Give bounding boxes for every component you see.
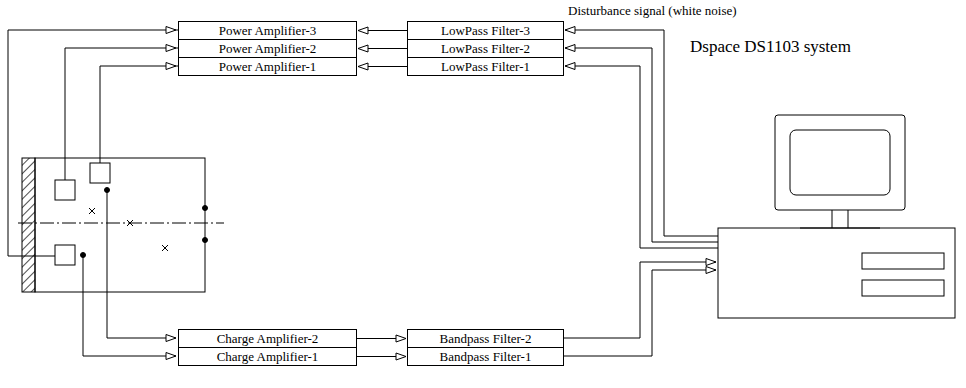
point	[203, 238, 208, 243]
wire	[107, 190, 176, 338]
process-box: LowPass Filter-2	[407, 39, 564, 58]
measure-points	[89, 208, 168, 251]
box-text: Bandpass Filter-1	[440, 350, 532, 364]
signal-arrow	[358, 66, 407, 67]
wire	[563, 270, 716, 356]
box-text: LowPass Filter-1	[441, 60, 530, 74]
box-text: Power Amplifier-3	[219, 24, 317, 38]
wire	[565, 30, 718, 236]
process-box: Power Amplifier-1	[178, 57, 357, 76]
process-box: LowPass Filter-1	[407, 57, 564, 76]
process-box: Power Amplifier-2	[178, 39, 357, 58]
process-box: Bandpass Filter-2	[407, 329, 564, 348]
actuator	[90, 163, 110, 183]
wire	[563, 262, 716, 338]
box-text: Charge Amplifier-2	[217, 332, 319, 346]
clamp-wall	[22, 158, 35, 292]
wire	[565, 66, 718, 248]
drive-slot	[862, 280, 944, 296]
signal-arrow	[358, 48, 407, 49]
box-text: Power Amplifier-2	[219, 42, 317, 56]
wire	[100, 66, 178, 163]
process-box: Charge Amplifier-2	[178, 329, 357, 348]
center-line	[18, 223, 224, 224]
process-box: Charge Amplifier-1	[178, 347, 357, 366]
monitor-stand	[800, 210, 880, 228]
plate	[35, 158, 205, 292]
system-label: Dspace DS1103 system	[690, 38, 851, 57]
point	[203, 206, 208, 211]
signal-arrow	[357, 338, 406, 339]
actuator	[55, 180, 75, 200]
wire	[565, 48, 718, 242]
process-box: Bandpass Filter-1	[407, 347, 564, 366]
screen	[790, 130, 890, 195]
box-text: Bandpass Filter-2	[440, 332, 532, 346]
computer-base	[718, 228, 955, 318]
process-box: Power Amplifier-3	[178, 21, 357, 40]
box-text: Power Amplifier-1	[219, 60, 317, 74]
drive-slot	[862, 253, 944, 269]
arrowhead	[166, 27, 176, 70]
box-text: Charge Amplifier-1	[217, 350, 319, 364]
wire	[65, 48, 178, 180]
process-box: LowPass Filter-3	[407, 21, 564, 40]
wire	[8, 30, 178, 256]
signal-label: Disturbance signal (white noise)	[568, 4, 737, 18]
monitor	[775, 115, 905, 210]
signal-arrow	[357, 356, 406, 357]
box-text: LowPass Filter-2	[441, 42, 530, 56]
wire	[83, 255, 176, 356]
box-text: LowPass Filter-3	[441, 24, 530, 38]
actuator	[55, 245, 75, 265]
signal-arrow	[358, 30, 407, 31]
